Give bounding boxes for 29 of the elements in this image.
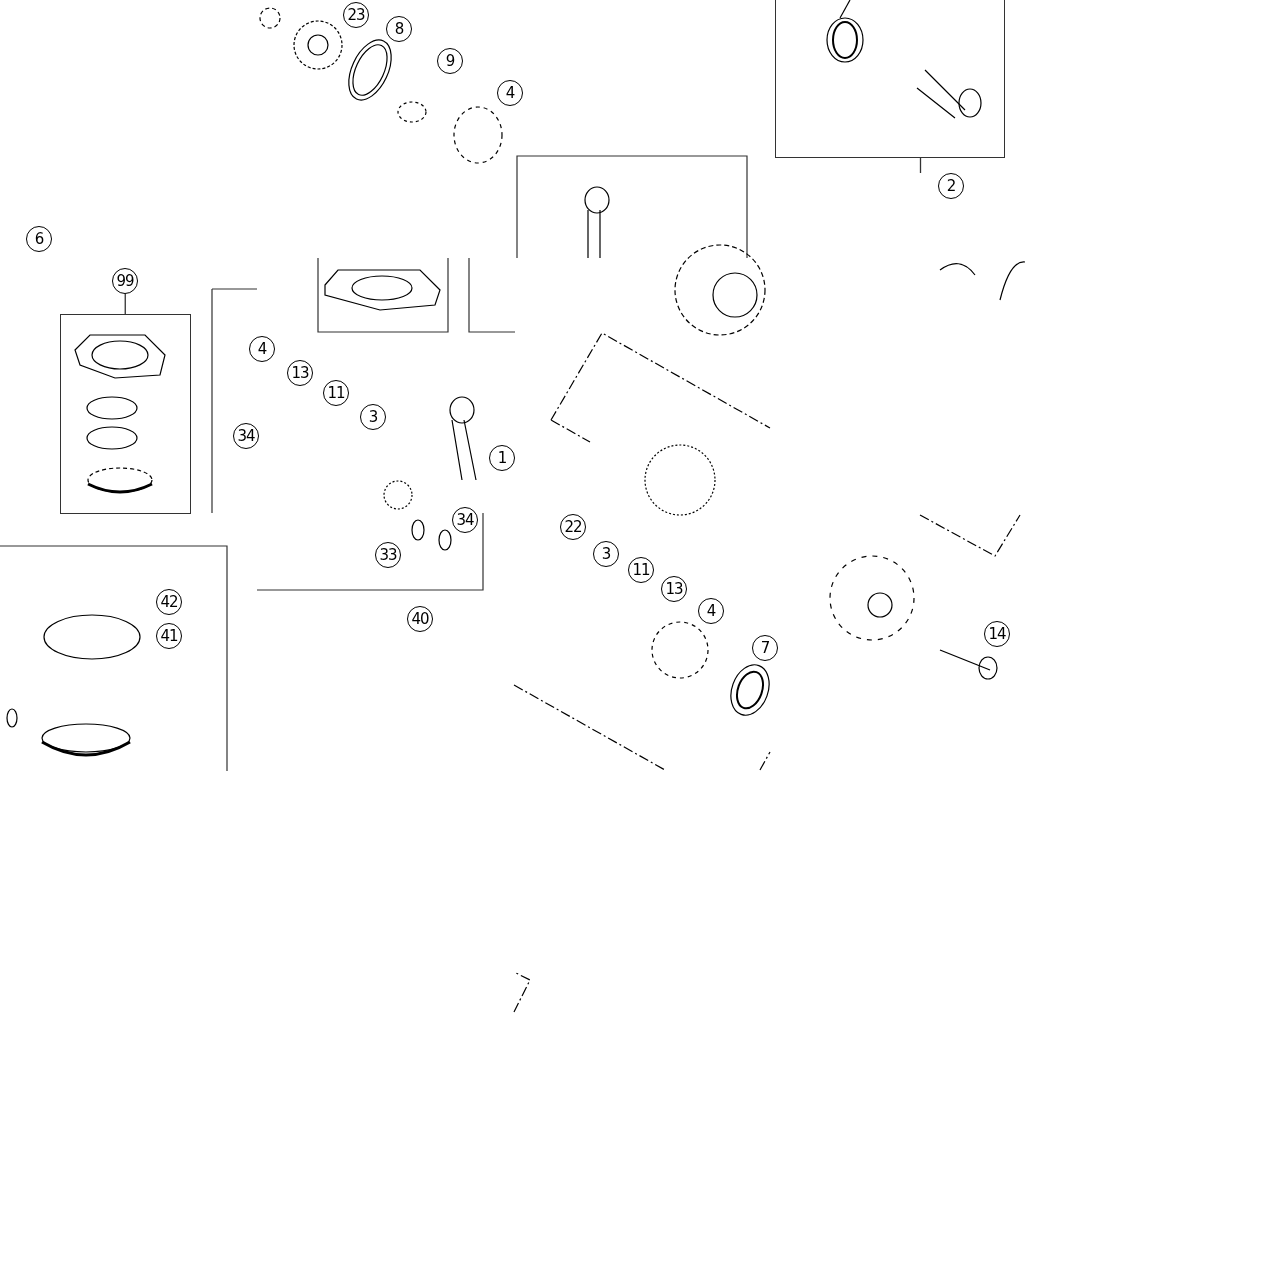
- callout-number: 1: [489, 445, 515, 471]
- callout-number: 22: [560, 514, 586, 540]
- callout-number: 42: [156, 589, 182, 615]
- callout-number: 99: [112, 268, 138, 294]
- callout-number: 13: [287, 360, 313, 386]
- callout-number: 4: [249, 336, 275, 362]
- callout-number: 2: [938, 173, 964, 199]
- callout-number: 9: [437, 48, 463, 74]
- callout-number: 33: [375, 542, 401, 568]
- leader-line: [124, 293, 126, 315]
- callout-number: 13: [661, 576, 687, 602]
- callout-number: 14: [984, 621, 1010, 647]
- callout-number: 41: [156, 623, 182, 649]
- callout-number: 11: [323, 380, 349, 406]
- callout-number: 40: [407, 606, 433, 632]
- callout-number: 3: [593, 541, 619, 567]
- callout-number: 34: [233, 423, 259, 449]
- callout-number: 7: [752, 635, 778, 661]
- parts-kit-frame: [60, 314, 191, 514]
- leader-line: [919, 157, 922, 174]
- callout-number: 34: [452, 507, 478, 533]
- callout-number: 3: [360, 404, 386, 430]
- callout-number: 4: [497, 80, 523, 106]
- callout-number: 4: [698, 598, 724, 624]
- callout-number: 6: [26, 226, 52, 252]
- callout-number: 11: [628, 557, 654, 583]
- callout-number: 23: [343, 2, 369, 28]
- callout-number: 8: [386, 16, 412, 42]
- parts-kit-frame: [775, 0, 1005, 158]
